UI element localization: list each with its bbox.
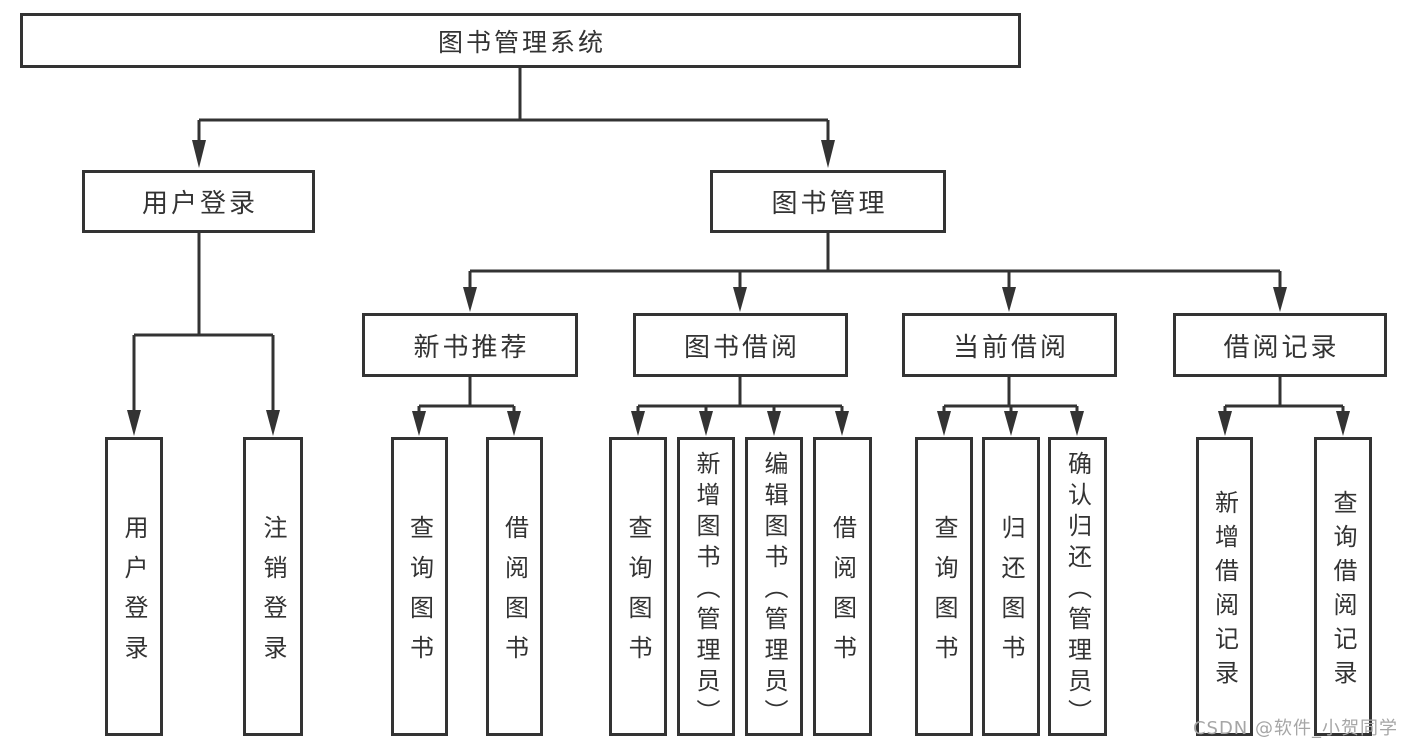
leaf-query-books-recommend: 查询图书: [391, 437, 448, 736]
leaf-confirm-return-admin: 确认归还（管理员）: [1048, 437, 1107, 736]
arrowhead-icon: [1218, 411, 1232, 436]
arrowhead-icon: [1336, 411, 1350, 436]
leaf-query-borrow-record: 查询借阅记录: [1314, 437, 1372, 736]
arrowhead-icon: [192, 140, 206, 168]
arrowhead-icon: [937, 411, 951, 436]
arrowhead-icon: [767, 411, 781, 436]
node-new-book-recommend: 新书推荐: [362, 313, 578, 377]
node-user-login: 用户登录: [82, 170, 315, 233]
leaf-user-login: 用户登录: [105, 437, 163, 736]
arrowhead-icon: [127, 410, 141, 436]
node-borrow-record: 借阅记录: [1173, 313, 1387, 377]
arrowhead-icon: [1004, 411, 1018, 436]
leaf-query-books-borrow: 查询图书: [609, 437, 667, 736]
leaf-query-books-current: 查询图书: [915, 437, 973, 736]
arrowhead-icon: [1002, 287, 1016, 312]
connector-current-leaves: [942, 377, 1079, 411]
connector-record-leaves: [1223, 377, 1345, 411]
leaf-borrow-books-borrow: 借阅图书: [813, 437, 872, 736]
connector-root-level2: [197, 66, 830, 140]
arrowhead-icon: [733, 287, 747, 312]
arrowhead-icon: [835, 411, 849, 436]
arrowhead-icon: [1273, 287, 1287, 312]
connector-userlogin-leaves: [132, 233, 275, 410]
arrowhead-icon: [631, 411, 645, 436]
arrowhead-icon: [463, 287, 477, 312]
leaf-logout: 注销登录: [243, 437, 303, 736]
leaf-return-books: 归还图书: [982, 437, 1040, 736]
csdn-watermark: CSDN @软件_小贺同学: [1192, 718, 1398, 739]
node-book-borrow: 图书借阅: [633, 313, 848, 377]
arrowhead-icon: [266, 410, 280, 436]
connector-borrow-leaves: [636, 377, 844, 411]
leaf-add-books-admin: 新增图书（管理员）: [677, 437, 735, 736]
connector-recommend-leaves: [417, 377, 516, 411]
leaf-add-borrow-record: 新增借阅记录: [1196, 437, 1253, 736]
arrowhead-icon: [1070, 411, 1084, 436]
connector-bookmgmt-level3: [468, 233, 1282, 287]
leaf-edit-books-admin: 编辑图书（管理员）: [745, 437, 803, 736]
arrowhead-icon: [699, 411, 713, 436]
arrowhead-icon: [507, 411, 521, 436]
node-library-system: 图书管理系统: [20, 13, 1021, 68]
arrowhead-icon: [412, 411, 426, 436]
leaf-borrow-books-recommend: 借阅图书: [486, 437, 543, 736]
node-current-borrow: 当前借阅: [902, 313, 1117, 377]
arrowhead-icon: [821, 140, 835, 168]
node-book-management: 图书管理: [710, 170, 946, 233]
